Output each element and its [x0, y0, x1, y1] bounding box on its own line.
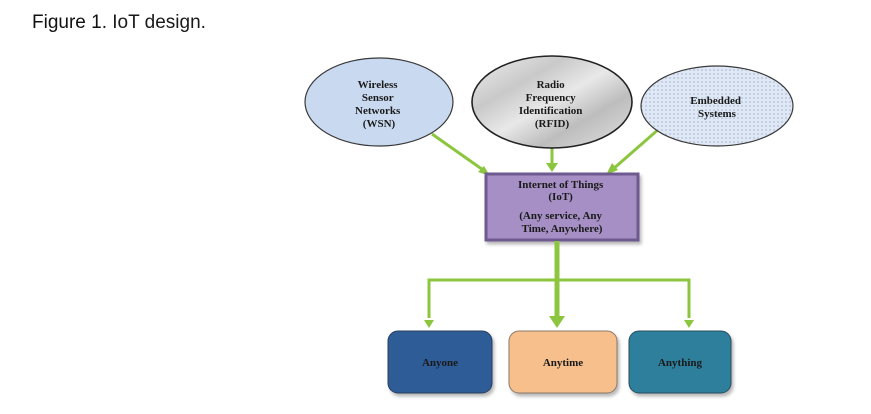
arrowhead-anything — [684, 320, 694, 328]
arrowhead-anyone — [424, 320, 434, 328]
connector-wsn-to-iot — [431, 132, 487, 174]
svg-text:Embedded Systems: Embedded Systems — [690, 95, 744, 120]
input-embedded: Embedded Systems — [640, 65, 794, 147]
output-anyone: Anyone — [387, 330, 493, 394]
arrowhead-anytime — [549, 316, 565, 328]
output-anything: Anything — [628, 330, 732, 394]
connector-embedded-to-iot — [611, 126, 661, 172]
wsn-line-4: (WSN) — [363, 118, 396, 130]
figure-label: Figure 1 — [32, 12, 102, 33]
embedded-line-2: Systems — [698, 108, 737, 120]
input-rfid: Radio Frequency Identification (RFID) — [471, 55, 633, 149]
hub-line-2: (IoT) — [548, 191, 573, 203]
hub-line-5: Time, Anywhere) — [522, 223, 603, 235]
arrowhead-embedded — [606, 163, 618, 175]
input-wsn: Wireless Sensor Networks (WSN) — [304, 57, 454, 147]
anyone-label: Anyone — [422, 357, 458, 369]
connector-branch — [427, 278, 691, 318]
wsn-line-2: Sensor — [362, 92, 394, 104]
wsn-line-3: Networks — [355, 105, 401, 117]
output-anytime: Anytime — [508, 330, 618, 394]
hub-line-4: (Any service, Any — [519, 210, 602, 222]
svg-text:Internet of Things (IoT): Internet of Things (IoT) (Any service, A… — [518, 179, 606, 235]
arrowhead-rfid — [546, 163, 558, 172]
figure-title: . IoT design. — [101, 12, 206, 33]
output-connectors — [424, 241, 694, 328]
iot-hub: Internet of Things (IoT) (Any service, A… — [484, 172, 640, 242]
rfid-line-2: Frequency — [526, 92, 576, 104]
embedded-line-1: Embedded — [690, 95, 741, 107]
hub-line-1: Internet of Things — [518, 179, 604, 191]
wsn-line-1: Wireless — [358, 79, 399, 91]
rfid-line-3: Identification — [519, 105, 583, 117]
input-connectors — [431, 126, 661, 176]
anytime-label: Anytime — [543, 357, 583, 369]
svg-text:Wireless Sensor Ne: Wireless Sensor Networks (WSN) — [355, 79, 403, 130]
rfid-line-4: (RFID) — [535, 118, 570, 130]
svg-text:Radio Frequency Id: Radio Frequency Identification (RFID) — [519, 79, 585, 130]
anything-label: Anything — [658, 357, 703, 369]
figure-caption: Figure 1. IoT design. — [32, 12, 206, 34]
rfid-line-1: Radio — [537, 79, 566, 91]
